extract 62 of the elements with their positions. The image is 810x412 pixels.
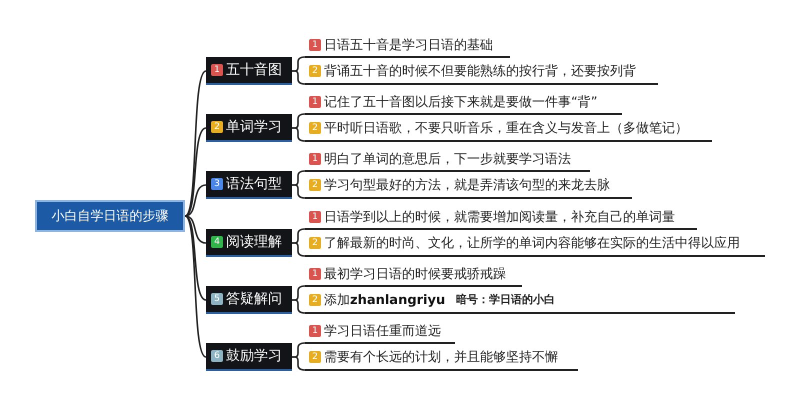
- topic-text: 日语五十音是学习日语的基础: [324, 36, 493, 54]
- branch-topic: [206, 229, 292, 257]
- branch-topic: [206, 171, 292, 199]
- topic-text: 日语学到以上的时候，就需要增加阅读量，补充自己的单词量: [324, 208, 675, 226]
- connector-line: [184, 70, 207, 217]
- connector-line: [184, 184, 206, 217]
- topic-text: 阅读理解: [226, 233, 282, 251]
- number-badge: 2: [211, 121, 223, 133]
- topic-text: 最初学习日语的时候要戒骄戒躁: [324, 266, 506, 282]
- topic-text: 单词学习: [226, 118, 282, 136]
- topic-text: 学习句型最好的方法，就是弄清该句型的来龙去脉: [324, 176, 610, 194]
- topic-text: 五十音图: [226, 61, 282, 79]
- number-badge: 4: [211, 236, 223, 248]
- topic-text: 记住了五十音图以后接下来就是要做一件事“背”: [324, 94, 598, 110]
- leaf-topic: [305, 321, 455, 344]
- number-badge: 2: [309, 122, 321, 134]
- number-badge: 2: [309, 350, 321, 362]
- topic-text: 添加zhanlangriyu: [324, 292, 446, 308]
- connector-line: [184, 215, 206, 301]
- number-badge: 2: [309, 178, 321, 190]
- leaf-topic: [305, 264, 522, 287]
- topic-text: 背诵五十音的时候不但要能熟练的按行背，还要按列背: [324, 62, 636, 80]
- number-badge: 6: [211, 350, 223, 362]
- leaf-topic: [305, 92, 622, 115]
- topic-text: 了解最新的时尚、文化，让所学的单词内容能够在实际的生活中得以应用: [324, 234, 740, 252]
- connector-line: [184, 127, 206, 217]
- branch-topic: [206, 286, 292, 314]
- connector-line: [292, 299, 306, 314]
- topic-text: 平时听日语歌，不要只听音乐，重在含义与发音上（多做笔记）: [324, 120, 688, 136]
- number-badge: 1: [309, 268, 321, 280]
- connector-line: [292, 127, 306, 142]
- connector-line: [292, 184, 306, 199]
- note-text: 暗号：学日语的小白: [456, 292, 556, 307]
- topic-text: 鼓励学习: [226, 347, 282, 365]
- branch-topic: [206, 343, 292, 371]
- topic-text: 学习日语任重而道远: [324, 322, 441, 340]
- topic-text: 语法句型: [226, 175, 282, 193]
- connector-line: [292, 356, 306, 371]
- branch-topic: [206, 114, 292, 142]
- connector-line: [292, 242, 306, 257]
- number-badge: 1: [309, 324, 321, 336]
- number-badge: 2: [309, 294, 321, 306]
- number-badge: 5: [211, 293, 223, 305]
- number-badge: 1: [309, 210, 321, 222]
- root-topic: 小白自学日语的步骤: [35, 200, 185, 232]
- leaf-topic: [305, 207, 697, 230]
- branch-topic: [206, 57, 292, 85]
- connector-line: [292, 70, 306, 85]
- connector-line: [184, 215, 207, 358]
- number-badge: 3: [211, 178, 223, 190]
- number-badge: 2: [309, 236, 321, 248]
- topic-text: 答疑解问: [226, 290, 282, 308]
- number-badge: 1: [211, 64, 223, 76]
- connector-line: [184, 215, 206, 244]
- leaf-topic: [305, 35, 510, 58]
- topic-text: 明白了单词的意思后，下一步就要学习语法: [324, 150, 571, 168]
- topic-text: 需要有个长远的计划，并且能够坚持不懈: [324, 348, 558, 366]
- leaf-topic: [305, 149, 590, 172]
- number-badge: 1: [309, 38, 321, 50]
- number-badge: 2: [309, 64, 321, 76]
- number-badge: 1: [309, 96, 321, 108]
- number-badge: 1: [309, 152, 321, 164]
